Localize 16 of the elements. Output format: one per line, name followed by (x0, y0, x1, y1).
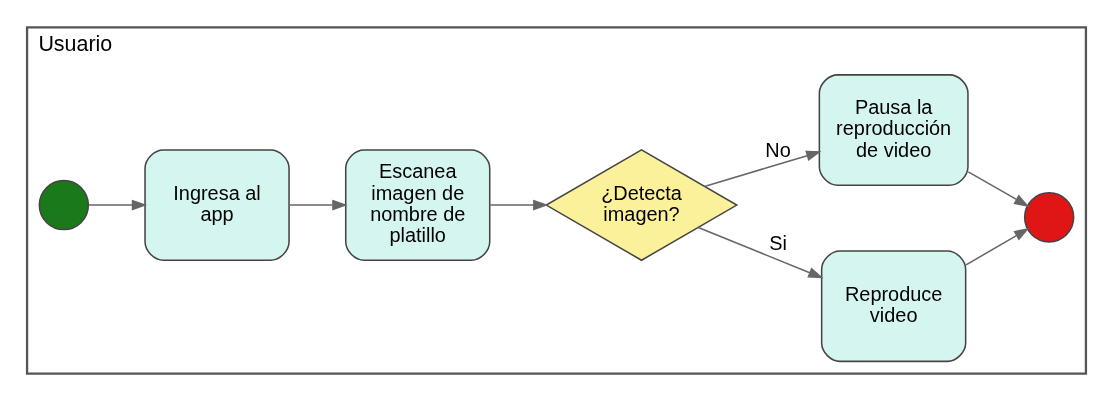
arrow (288, 199, 348, 211)
node-circle (38, 179, 90, 231)
node-box: Ingresa al app (144, 149, 290, 261)
arrow (967, 171, 1030, 207)
node-box: Pausa la reproducción de video (818, 74, 969, 186)
node-diamond: ¿Detecta imagen? (544, 149, 739, 262)
node-circle (1023, 192, 1075, 243)
edge-label: No (765, 138, 791, 161)
arrow (489, 199, 549, 211)
edge-label: Si (769, 232, 787, 255)
node-box: Escanea imagen de nombre de platillo (344, 149, 491, 261)
arrow (88, 199, 148, 211)
arrow (704, 150, 822, 188)
node-box: Reproduce video (820, 250, 967, 363)
arrow (697, 226, 824, 279)
arrow (965, 228, 1030, 266)
